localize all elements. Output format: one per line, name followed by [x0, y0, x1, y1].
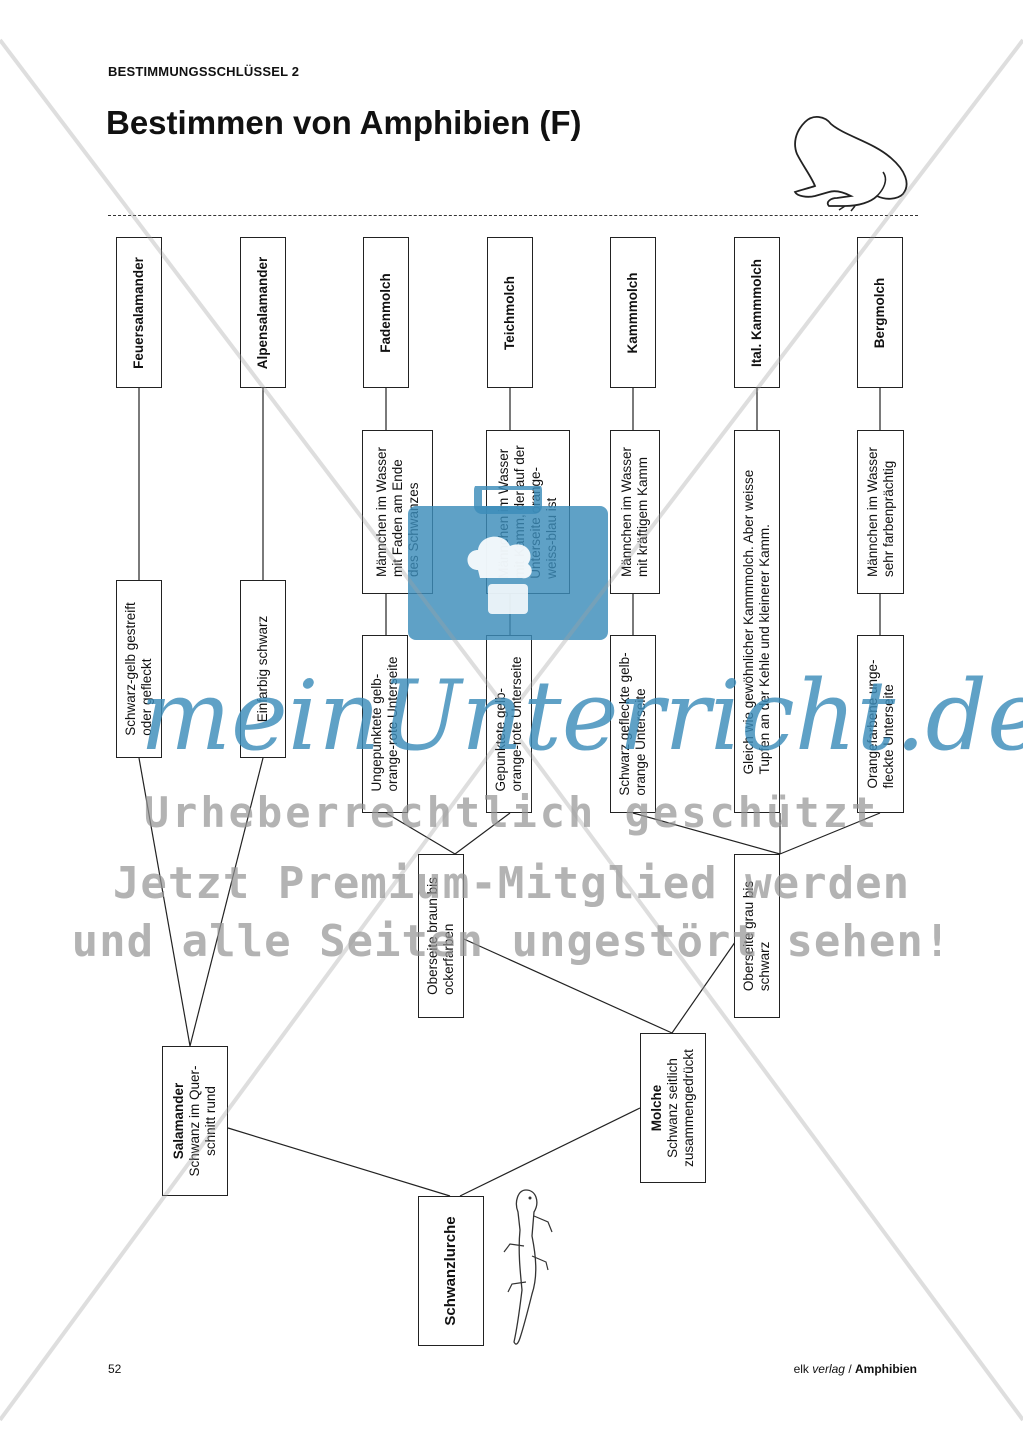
book-title: Amphibien [855, 1362, 917, 1376]
species-box-teichmolch: Teichmolch [487, 237, 533, 388]
root-box-schwanzlurche: Schwanzlurche [418, 1196, 484, 1346]
briefcase-cloud-icon [408, 486, 608, 640]
species-box-kammmolch: Kammmolch [610, 237, 656, 388]
trait-box-ital-upper: Gleich wie gewöhnlicher Kammmolch. Aber … [734, 430, 780, 813]
trait-box-berg-lower: Orangefarbene unge-fleckte Unterseite [857, 635, 904, 813]
trait-box-faden-lower: Ungepunktete gelb-orange-rote Unterseite [362, 635, 408, 813]
species-box-alpensalamander: Alpensalamander [240, 237, 286, 388]
page-number: 52 [108, 1362, 122, 1376]
section-label: BESTIMMUNGSSCHLÜSSEL 2 [108, 64, 300, 79]
salamander-illustration [503, 1189, 553, 1345]
species-box-ital-kammmolch: Ital. Kammmolch [734, 237, 780, 388]
trait-box-alpen-lower: Einfarbig schwarz [240, 580, 286, 758]
species-box-feuersalamander: Feuersalamander [116, 237, 162, 388]
species-box-bergmolch: Bergmolch [857, 237, 903, 388]
publisher-name: elk [793, 1362, 809, 1376]
footer-separator: / [848, 1362, 852, 1376]
dashed-divider [108, 215, 918, 216]
publisher-verlag: verlag [812, 1362, 845, 1376]
trait-box-teich-lower: Gepunktete gelb-orange-rote Unterseite [486, 635, 532, 813]
publisher-credit: elk verlag / Amphibien [794, 1362, 917, 1376]
page-title: Bestimmen von Amphibien (F) [106, 104, 582, 141]
frog-illustration [793, 116, 908, 212]
species-box-fadenmolch: Fadenmolch [363, 237, 409, 388]
trait-box-kamm-lower: Schwarz gefleckte gelb-orange Unterseite [610, 635, 656, 813]
